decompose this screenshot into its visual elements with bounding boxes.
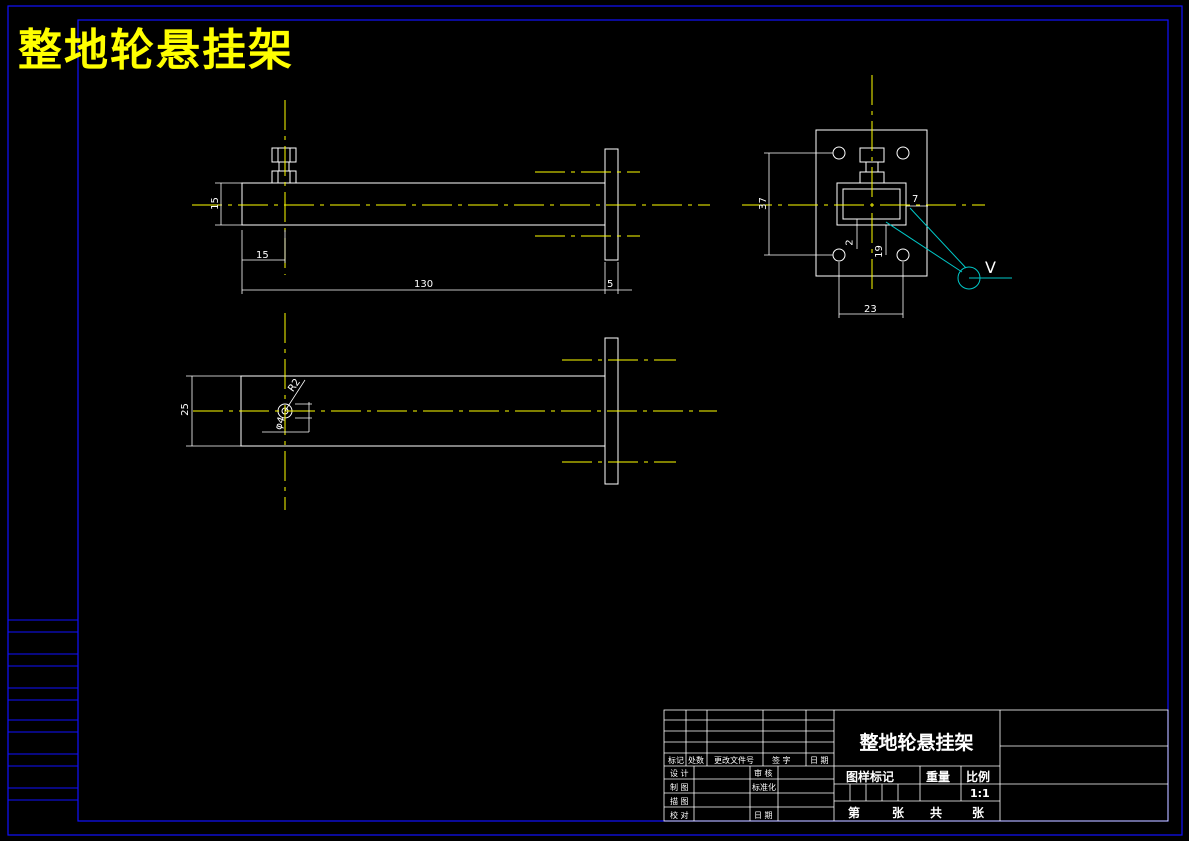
tb-scale-label: 比例 <box>966 770 991 784</box>
tb-sheet-unit-2: 张 <box>972 806 985 820</box>
tb-weight-label: 重量 <box>926 770 951 784</box>
tb-scale-value: 1:1 <box>970 787 990 800</box>
tb-row-review: 审 核 <box>754 769 773 778</box>
title-block-grid <box>663 709 1169 822</box>
tb-row-design: 设 计 <box>670 769 689 778</box>
dim-side-gap: 2 <box>844 239 856 246</box>
tb-header-count: 处数 <box>688 756 704 765</box>
dim-flange-thickness: 5 <box>607 279 614 290</box>
tb-row-date: 日 期 <box>754 811 773 820</box>
tb-sheet-no-label: 第 <box>848 806 861 820</box>
tb-header-date: 日 期 <box>810 756 829 765</box>
title-block-part-name: 整地轮悬挂架 <box>859 732 974 754</box>
front-view-centerlines <box>192 100 710 275</box>
top-view-centerlines <box>193 313 717 510</box>
dim-front-total-len: 130 <box>414 279 434 290</box>
tb-row-check: 校 对 <box>670 811 689 820</box>
sheet-frame <box>7 5 1183 836</box>
dim-top-width: 25 <box>179 403 191 416</box>
tb-header-sign: 签 字 <box>772 756 791 765</box>
dim-front-left-len: 15 <box>256 250 269 261</box>
tb-header-change: 更改文件号 <box>714 756 754 765</box>
tb-sheet-total-label: 共 <box>930 806 943 820</box>
surface-finish-leader <box>885 207 1012 290</box>
tb-row-draw: 制 图 <box>670 783 689 792</box>
dim-side-height: 37 <box>757 197 769 210</box>
front-view-dimensions <box>215 182 632 294</box>
front-view <box>241 147 619 261</box>
tb-drawing-mark-label: 图样标记 <box>846 770 895 784</box>
tb-header-mark: 标记 <box>668 756 684 765</box>
side-view-centerlines <box>742 75 985 295</box>
side-view-dimensions <box>764 152 928 318</box>
dim-side-hole-span: 23 <box>864 304 877 315</box>
top-view-dimensions <box>186 375 312 447</box>
tb-sheet-unit-1: 张 <box>892 806 905 820</box>
tb-row-trace: 描 图 <box>670 797 689 806</box>
dim-front-height: 15 <box>209 197 221 210</box>
drawing-title: 整地轮悬挂架 <box>18 25 294 76</box>
dim-side-slot-width: 7 <box>912 194 919 205</box>
dim-side-hole-offset: 19 <box>873 245 885 258</box>
tb-row-standard: 标准化 <box>752 783 776 792</box>
margin-stamp-boxes <box>8 619 78 801</box>
surface-finish-mark: V <box>985 258 996 277</box>
